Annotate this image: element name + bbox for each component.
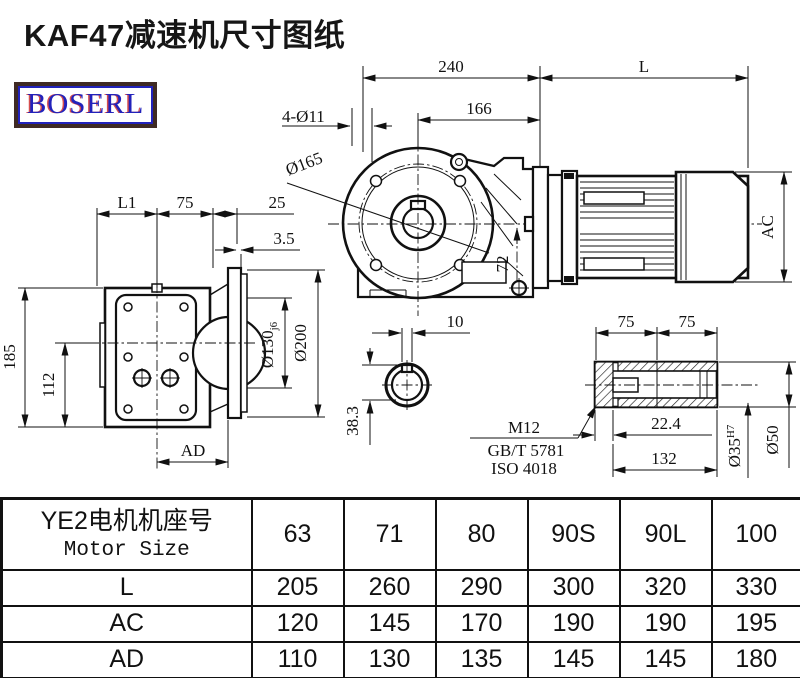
dim-35H7: Ø35H7 (725, 424, 744, 467)
dim-50: Ø50 (763, 425, 782, 454)
value-cell: 260 (342, 568, 437, 607)
value-cell: 300 (526, 568, 621, 607)
dim-75: 75 (177, 193, 194, 212)
value-cell: 135 (434, 640, 529, 678)
header-label-cell: YE2电机机座号 Motor Size (0, 497, 253, 571)
motor-view (523, 165, 750, 290)
dim-AD: AD (181, 441, 206, 460)
motor-size-label-cn: YE2电机机座号 (40, 506, 213, 535)
dim-185: 185 (0, 344, 19, 370)
size-col: 71 (342, 497, 437, 571)
bolt-note: M12 GB/T 5781 ISO 4018 (470, 405, 597, 478)
dim-165: Ø165 (283, 148, 325, 179)
dim-200: Ø200 (291, 324, 310, 362)
note-thread: M12 (508, 418, 540, 437)
side-view: L1 75 25 3.5 185 112 Ø130j6 Ø200 (0, 193, 325, 470)
table-row-AC: AC 120 145 170 190 190 195 (0, 604, 800, 643)
table-row-AD: AD 110 130 135 145 145 180 (0, 640, 800, 678)
size-col: 63 (250, 497, 345, 571)
boserl-logo-text: BOSERL (18, 86, 154, 124)
value-cell: 195 (710, 604, 800, 643)
value-cell: 130 (342, 640, 437, 678)
value-cell: 145 (618, 640, 713, 678)
row-label: AD (0, 640, 253, 678)
dim-4xO11: 4-Ø11 (282, 107, 325, 126)
boserl-logo: BOSERL (14, 82, 158, 128)
top-dimensions: 240 L 166 4-Ø11 (282, 57, 749, 168)
dim-38_3: 38.3 (343, 406, 362, 436)
dim-132: 132 (651, 449, 677, 468)
size-col: 90S (526, 497, 621, 571)
value-cell: 170 (434, 604, 529, 643)
value-cell: 145 (342, 604, 437, 643)
shaft-cross-section: 10 38.3 (343, 312, 470, 445)
value-cell: 120 (250, 604, 345, 643)
ac-dimension: AC (735, 171, 792, 283)
row-label: L (0, 568, 253, 607)
value-cell: 190 (618, 604, 713, 643)
value-cell: 110 (250, 640, 345, 678)
dim-130j6: Ø130j6 (258, 321, 280, 368)
table-row-L: L 205 260 290 300 320 330 (0, 568, 800, 607)
size-col: 80 (434, 497, 529, 571)
dim-L1: L1 (118, 193, 137, 212)
table-header-row: YE2电机机座号 Motor Size 63 71 80 90S 90L 100 (0, 497, 800, 571)
value-cell: 330 (710, 568, 800, 607)
value-cell: 180 (710, 640, 800, 678)
size-col: 90L (618, 497, 713, 571)
motor-size-label-en: Motor Size (63, 538, 190, 562)
dim-3_5: 3.5 (273, 229, 294, 248)
value-cell: 290 (434, 568, 529, 607)
front-view: 72 Ø165 (283, 135, 762, 316)
value-cell: 145 (526, 640, 621, 678)
note-std-iso: ISO 4018 (491, 459, 557, 478)
dimension-drawing: 72 Ø165 (0, 57, 796, 478)
dim-112: 112 (39, 373, 58, 398)
value-cell: 190 (526, 604, 621, 643)
dim-75b: 75 (679, 312, 696, 331)
motor-size-table: YE2电机机座号 Motor Size 63 71 80 90S 90L 100… (0, 497, 800, 678)
page-title: KAF47减速机尺寸图纸 (24, 18, 346, 53)
dim-240: 240 (438, 57, 464, 76)
value-cell: 320 (618, 568, 713, 607)
dim-72: 72 (493, 256, 512, 273)
row-label: AC (0, 604, 253, 643)
dim-25: 25 (269, 193, 286, 212)
value-cell: 205 (250, 568, 345, 607)
size-col: 100 (710, 497, 800, 571)
dim-22_4: 22.4 (651, 414, 681, 433)
dim-166: 166 (466, 99, 492, 118)
dim-L: L (639, 57, 649, 76)
dim-75a: 75 (618, 312, 635, 331)
hollow-shaft-detail: 75 75 22.4 132 Ø35H7 Ø50 (573, 312, 796, 478)
note-std-gb: GB/T 5781 (488, 441, 565, 460)
dim-10: 10 (447, 312, 464, 331)
dim-AC: AC (758, 215, 777, 239)
